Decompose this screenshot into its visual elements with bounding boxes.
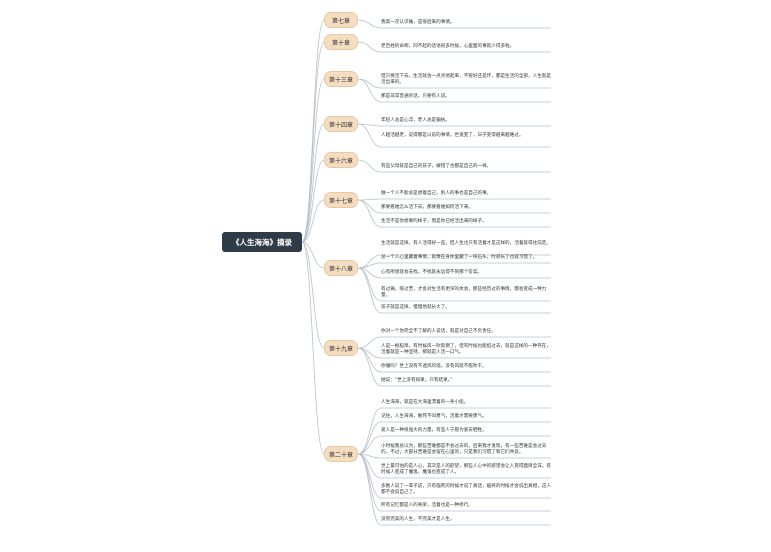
- leaf-note: 我第一次认识痛，是很后来的事情。: [381, 20, 455, 25]
- connector-line: [357, 78, 382, 103]
- leaf-note: 多数人说了一辈子谎，只有临死的时候才说了真话，临终的时候才会说出真相，这人都不会…: [381, 484, 551, 496]
- connector-line: [357, 336, 382, 349]
- connector-line: [301, 241, 325, 455]
- connector-line: [301, 19, 325, 243]
- leaf-note: 所有记忆都是人的脊梁，活着也是一种修行。: [381, 503, 473, 508]
- chapter-label: 第十四章: [328, 121, 353, 129]
- connector-line: [301, 241, 325, 349]
- leaf-note: 孩子就是这样，慢慢地就长大了。: [381, 305, 450, 310]
- chapter-label: 第七章: [331, 17, 350, 25]
- chapter-node[interactable]: 第十六章: [324, 152, 358, 168]
- leaf-note: 生活不是你想要的样子，而是你已经活出来的样子。: [381, 219, 487, 224]
- leaf-note: 你对一个你完全不了解的人说话，就是对自己不负责任。: [381, 329, 496, 334]
- leaf-note: 有过痛，受过苦，才会对生活有更深的体会，那些经历过的事情，都会变成一种力量。: [381, 287, 547, 299]
- leaf-note: 世上最可怕的是人心，其次是人的欲望，那些人心中的欲望会让人变得面目全非，有时候人…: [381, 464, 551, 476]
- connector-line: [301, 78, 325, 243]
- connector-line: [357, 453, 382, 499]
- connector-line: [357, 435, 382, 455]
- connector-line: [301, 41, 325, 243]
- leaf-note: 人是一根稻草，有时候风一吹就倒了，但有时候也能挺过去，就是这样的一种存在，活着就…: [381, 344, 551, 356]
- chapter-node[interactable]: 第十九章: [324, 340, 358, 356]
- leaf-note: 人越活越老，说得都是以前的事情，世道变了，日子变得越来越难过。: [381, 133, 524, 138]
- leaf-note: 心有所想就会去找，不找就永远得不到那个答案。: [381, 270, 483, 275]
- leaf-note: 但只要活下去，生活就会一点点地起来，不管好还是坏，都是生活的全部，人生就是活出来…: [381, 74, 551, 86]
- leaf-note: 爱人是一种很强大的力量，有些人宁愿为爱去牺牲。: [381, 428, 487, 433]
- leaf-note: 有些父母就是自己的孩子，做错了也都是自己的一样。: [381, 164, 492, 169]
- connector-line: [357, 453, 382, 512]
- leaf-note: 那是非常普通的话，只要有人说。: [381, 94, 450, 99]
- chapter-label: 第十八章: [328, 265, 353, 273]
- connector-line: [357, 198, 382, 201]
- leaf-note: 没有完美的人生，不完美才是人生。: [381, 517, 455, 522]
- chapter-label: 第十九章: [328, 345, 353, 353]
- chapter-label: 第十七章: [328, 197, 353, 205]
- chapter-node[interactable]: 第十八章: [324, 260, 358, 276]
- connector-line: [357, 267, 382, 314]
- leaf-note: 总一个人心里藏着事情，就像在身体里藏了一块石头，时间长了也就习惯了。: [381, 255, 538, 260]
- chapter-node[interactable]: 第十三章: [324, 71, 358, 87]
- leaf-note: 记住，人生海海，敢死不叫勇气，活着才需要勇气。: [381, 414, 487, 419]
- chapter-label: 第十章: [331, 39, 350, 47]
- connector-line: [357, 19, 382, 29]
- connector-line: [301, 123, 325, 243]
- leaf-note: 人生海海，就是在大海里漂着的一条小船。: [381, 400, 469, 405]
- leaf-note: 那要看她怎么活下去，那要看她如何活下来。: [381, 205, 473, 210]
- connector-line: [357, 347, 382, 387]
- connector-line: [301, 241, 325, 269]
- leaf-note: 你懂吗？世上没有不透风的墙，没有风就不能吹干。: [381, 364, 487, 369]
- leaf-note: 她说：“世上没有如果，只有结果。”: [381, 378, 453, 383]
- leaf-note: 做一个人不能总是想着自己，别人的事也是自己的事。: [381, 191, 492, 196]
- chapter-node[interactable]: 第十七章: [324, 192, 358, 208]
- root-title: 《人生海海》摘录: [232, 237, 292, 247]
- connector-line: [357, 199, 382, 228]
- leaf-note: 小时候我总以为，那些苦难都是不会过去的，后来我才发现，有一些苦难是会过去的，不过…: [381, 444, 547, 456]
- leaf-note: 生活就是这样，有人活得好一些，但人生也只有活着才是这样的，活着就得往前走。: [381, 241, 551, 246]
- connector-line: [357, 347, 382, 373]
- root-node[interactable]: 《人生海海》摘录: [222, 232, 302, 252]
- connector-line: [357, 199, 382, 214]
- connector-line: [357, 78, 382, 89]
- connector-line: [357, 407, 382, 455]
- chapter-label: 第二十章: [328, 451, 353, 459]
- connector-line: [301, 199, 325, 243]
- chapter-label: 第十六章: [328, 157, 353, 165]
- chapter-label: 第十三章: [328, 76, 353, 84]
- connector-line: [357, 421, 382, 455]
- leaf-note: 老百姓的命啊，同不起的话语很多时候，心里面的事就少得多啦。: [381, 44, 515, 49]
- chapter-node[interactable]: 第十四章: [324, 116, 358, 132]
- connector-line: [301, 159, 325, 243]
- chapter-node[interactable]: 第十章: [324, 34, 358, 50]
- chapter-node[interactable]: 第二十章: [324, 446, 358, 462]
- leaf-note: 年轻人总是心浮，老人总是偏执。: [381, 118, 450, 123]
- connector-line: [357, 159, 382, 173]
- connector-line: [357, 453, 382, 526]
- connector-line: [357, 41, 382, 53]
- chapter-node[interactable]: 第七章: [324, 12, 358, 28]
- connector-line: [357, 123, 382, 148]
